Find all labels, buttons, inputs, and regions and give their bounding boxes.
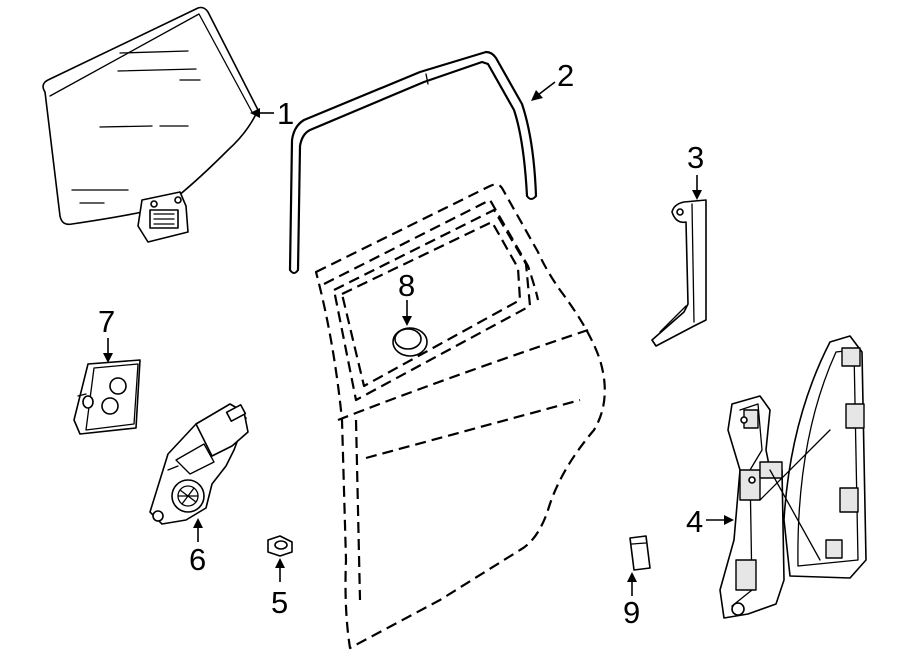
callout-1: 1	[250, 96, 294, 131]
door-shell-outline	[314, 183, 606, 650]
window-regulator-part	[719, 335, 867, 619]
callout-3-label: 3	[687, 140, 704, 175]
callout-5-label: 5	[271, 585, 288, 620]
callout-5: 5	[271, 558, 288, 620]
callout-8-label: 8	[398, 268, 415, 303]
plug-part	[392, 327, 428, 357]
callout-7-label: 7	[98, 304, 115, 339]
door-glass-part	[42, 6, 259, 243]
callout-4: 4	[686, 504, 734, 539]
clip-part	[629, 535, 651, 571]
callout-2-label: 2	[557, 58, 574, 93]
glass-run-channel-part	[288, 50, 538, 274]
callout-1-label: 1	[277, 96, 294, 131]
callout-2: 2	[531, 58, 574, 101]
channel-bracket-part	[651, 199, 707, 347]
window-motor-part	[149, 403, 249, 525]
callout-8: 8	[398, 268, 415, 326]
nut-part	[267, 535, 293, 557]
callout-4-label: 4	[686, 504, 703, 539]
callout-9: 9	[623, 572, 640, 630]
callout-3: 3	[687, 140, 704, 200]
callout-6-label: 6	[189, 542, 206, 577]
callout-9-label: 9	[623, 595, 640, 630]
callout-7: 7	[98, 304, 115, 363]
control-module-part	[73, 359, 141, 435]
callout-6: 6	[189, 518, 206, 577]
